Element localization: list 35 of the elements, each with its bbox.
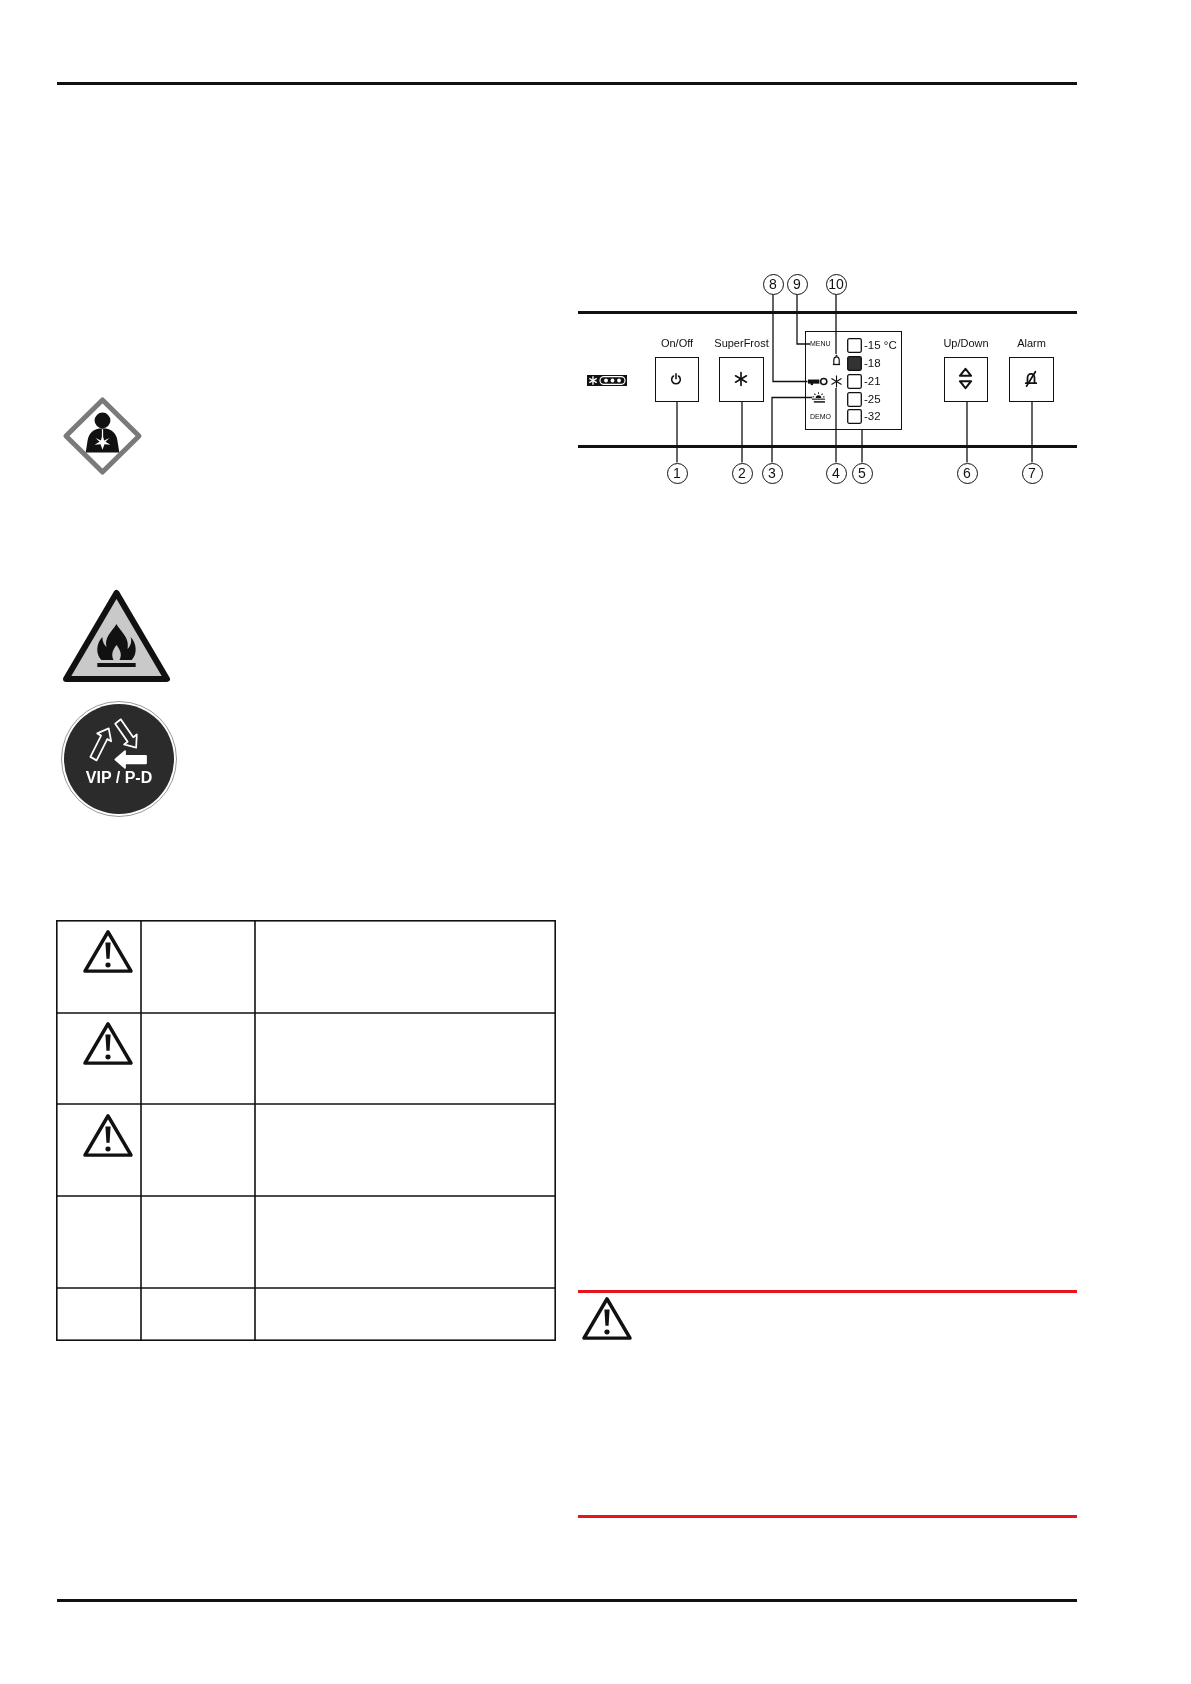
temperature-value: -32: [864, 410, 881, 423]
asterisk-icon: [830, 375, 842, 388]
leader-line: [676, 401, 678, 464]
temperature-value: -15 °C: [864, 339, 897, 352]
leader-line: [966, 401, 968, 464]
callout-number: 2: [731, 462, 753, 484]
leader-line: [861, 429, 863, 464]
callout-number: 7: [1021, 462, 1043, 484]
callout-number: 6: [956, 462, 978, 484]
callout-number: 10: [825, 273, 847, 295]
display-panel: [805, 331, 902, 430]
callout-number: 5: [851, 462, 873, 484]
button-label: On/Off: [660, 337, 694, 349]
badge-text: VIP / P-D: [85, 769, 153, 786]
button-label: Up/Down: [943, 337, 989, 349]
callout-number: 8: [762, 273, 784, 295]
leader-line: [741, 401, 743, 464]
bell-icon: [831, 354, 841, 367]
leader-line: [835, 293, 837, 355]
sun-icon: [812, 392, 825, 403]
callout-number: 9: [786, 273, 808, 295]
button-label: Alarm: [1017, 337, 1046, 349]
temperature-value: -21: [864, 375, 881, 388]
button-label: SuperFrost: [714, 337, 769, 349]
callout-number: 1: [666, 462, 688, 484]
callout-number: 3: [761, 462, 783, 484]
temperature-value: -18: [864, 357, 881, 370]
leader-line: [772, 293, 809, 383]
leader-line: [835, 387, 837, 464]
temperature-value: -25: [864, 392, 881, 406]
callout-number: 4: [825, 462, 847, 484]
leader-line: [771, 396, 813, 464]
leader-line: [796, 293, 811, 345]
key-icon: [807, 377, 828, 386]
leader-line: [1031, 401, 1033, 464]
